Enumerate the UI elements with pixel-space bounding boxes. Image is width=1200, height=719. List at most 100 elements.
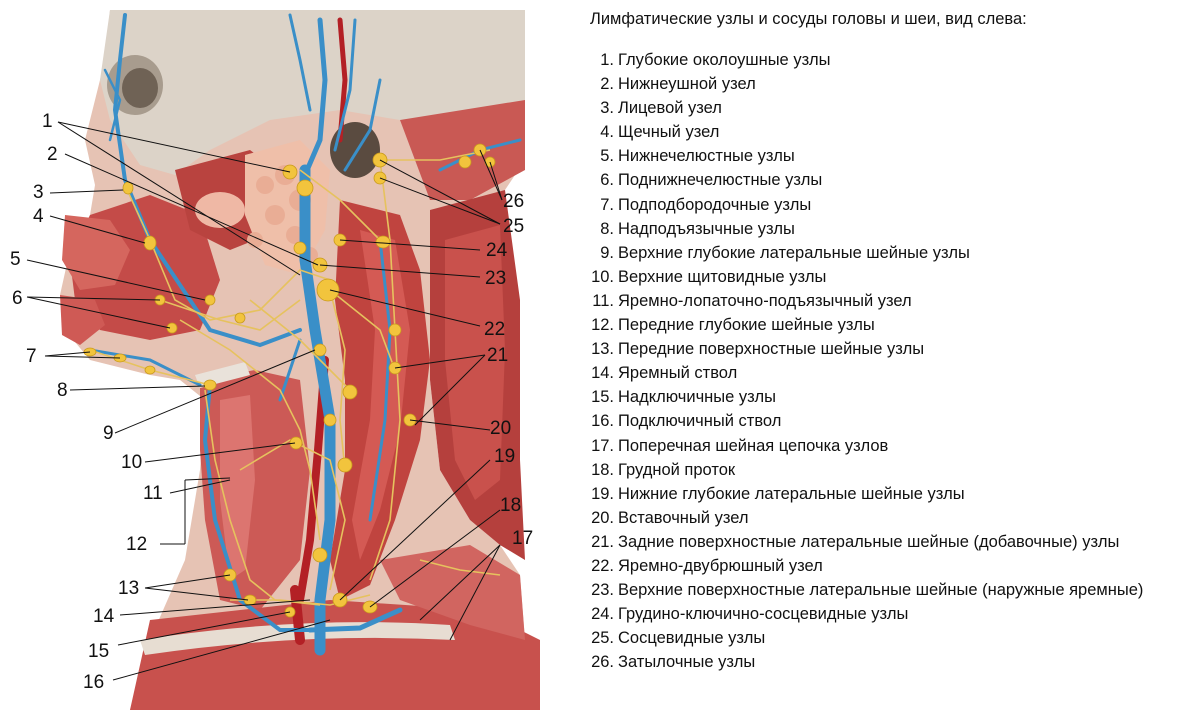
callout-8: 8 bbox=[57, 380, 68, 401]
legend-label: Щечный узел bbox=[618, 123, 720, 142]
legend-item: 9.Верхние глубокие латеральные шейные уз… bbox=[588, 241, 1196, 265]
legend-number: 21. bbox=[591, 532, 614, 551]
callout-26: 26 bbox=[503, 191, 524, 212]
callout-24: 24 bbox=[486, 240, 508, 261]
legend-item: 4.Щечный узел bbox=[588, 120, 1196, 144]
legend-item: 11.Яремно-лопаточно-подъязычный узел bbox=[588, 289, 1196, 313]
callout-17: 17 bbox=[512, 528, 533, 549]
callout-6: 6 bbox=[12, 288, 23, 309]
legend-number: 1. bbox=[600, 51, 614, 69]
callout-12: 12 bbox=[126, 534, 147, 555]
legend-item: 7.Подподбородочные узлы bbox=[588, 193, 1196, 217]
legend-item: 19.Нижние глубокие латеральные шейные уз… bbox=[588, 482, 1196, 506]
legend-number: 18. bbox=[591, 460, 614, 479]
callout-9: 9 bbox=[103, 423, 114, 444]
legend-label: Подподбородочные узлы bbox=[618, 195, 812, 214]
legend-number: 12. bbox=[591, 316, 614, 335]
legend-number: 24. bbox=[591, 605, 614, 624]
legend-item: 22.Яремно-двубрюшный узел bbox=[588, 554, 1196, 578]
legend-label: Затылочные узлы bbox=[618, 653, 756, 672]
legend-label: Нижнеушной узел bbox=[618, 75, 756, 94]
legend-number: 11. bbox=[592, 291, 614, 310]
legend-item: 5.Нижнечелюстные узлы bbox=[588, 144, 1196, 168]
callout-20: 20 bbox=[490, 418, 511, 439]
legend-label: Надключичные узлы bbox=[618, 388, 777, 407]
callout-13: 13 bbox=[118, 578, 139, 599]
callout-23: 23 bbox=[485, 268, 506, 289]
legend-number: 4. bbox=[600, 123, 614, 142]
callout-3: 3 bbox=[33, 182, 44, 203]
legend-item: 16.Подключичный ствол bbox=[588, 409, 1196, 433]
callout-11: 11 bbox=[143, 483, 163, 504]
legend-label: Нижнечелюстные узлы bbox=[618, 147, 795, 166]
legend-number: 25. bbox=[591, 629, 614, 648]
legend-item: 2.Нижнеушной узел bbox=[588, 72, 1196, 96]
callout-25: 25 bbox=[503, 216, 524, 237]
legend-label: Подключичный ствол bbox=[618, 412, 782, 431]
legend-number: 9. bbox=[600, 243, 614, 262]
legend-item: 13.Передние поверхностные шейные узлы bbox=[588, 337, 1196, 361]
legend-label: Задние поверхностные латеральные шейные … bbox=[618, 532, 1120, 551]
legend-number: 20. bbox=[591, 508, 614, 527]
legend-number: 22. bbox=[591, 556, 614, 575]
callout-1: 1 bbox=[42, 111, 53, 132]
legend-panel: Лимфатические узлы и сосуды головы и шеи… bbox=[588, 8, 1196, 674]
callout-19: 19 bbox=[494, 446, 515, 467]
legend-number: 2. bbox=[600, 75, 614, 94]
legend-label: Поперечная шейная цепочка узлов bbox=[618, 436, 889, 455]
legend-item: 12.Передние глубокие шейные узлы bbox=[588, 313, 1196, 337]
callout-16: 16 bbox=[83, 672, 104, 693]
callout-7: 7 bbox=[26, 346, 37, 367]
legend-number: 7. bbox=[600, 195, 614, 214]
callout-5: 5 bbox=[10, 249, 21, 270]
legend-number: 10. bbox=[591, 267, 614, 286]
legend-number: 15. bbox=[591, 388, 614, 407]
legend-number: 6. bbox=[600, 171, 614, 190]
legend-label: Верхние щитовидные узлы bbox=[618, 267, 827, 286]
legend-label: Передние поверхностные шейные узлы bbox=[618, 340, 925, 359]
anatomy-illustration: 1 2 3 4 5 6 7 8 9 10 11 12 13 14 15 16 1… bbox=[0, 0, 575, 719]
legend-item: 25.Сосцевидные узлы bbox=[588, 626, 1196, 650]
legend-label: Яремно-лопаточно-подъязычный узел bbox=[618, 291, 912, 310]
legend-item: 17.Поперечная шейная цепочка узлов bbox=[588, 434, 1196, 458]
legend-label: Лицевой узел bbox=[618, 99, 722, 118]
legend-number: 3. bbox=[600, 99, 614, 118]
legend-item: 24.Грудино-ключично-сосцевидные узлы bbox=[588, 602, 1196, 626]
legend-number: 16. bbox=[591, 412, 614, 431]
legend-number: 17. bbox=[591, 436, 614, 455]
callout-14: 14 bbox=[93, 606, 115, 627]
legend-item: 14.Яремный ствол bbox=[588, 361, 1196, 385]
legend-item: 18.Грудной проток bbox=[588, 458, 1196, 482]
legend-item: 6.Поднижнечелюстные узлы bbox=[588, 168, 1196, 192]
legend-label: Вставочный узел bbox=[618, 508, 749, 527]
legend-item: 21.Задние поверхностные латеральные шейн… bbox=[588, 530, 1196, 554]
legend-label: Поднижнечелюстные узлы bbox=[618, 171, 823, 190]
legend-label: Грудной проток bbox=[618, 460, 736, 479]
legend-number: 23. bbox=[591, 581, 614, 600]
legend-number: 26. bbox=[591, 653, 614, 672]
legend-title: Лимфатические узлы и сосуды головы и шеи… bbox=[590, 10, 1027, 28]
legend-label: Надподъязычные узлы bbox=[618, 219, 795, 238]
legend-item: 1.Глубокие околоушные узлы bbox=[588, 48, 1196, 72]
legend-list: 1.Глубокие околоушные узлы 2.Нижнеушной … bbox=[588, 48, 1196, 674]
legend-label: Глубокие околоушные узлы bbox=[618, 51, 831, 69]
legend-label: Яремно-двубрюшный узел bbox=[618, 556, 823, 575]
legend-number: 8. bbox=[600, 219, 614, 238]
legend-label: Верхние глубокие латеральные шейные узлы bbox=[618, 243, 970, 262]
callout-21: 21 bbox=[487, 345, 508, 366]
legend-number: 14. bbox=[591, 364, 614, 383]
callout-22: 22 bbox=[484, 319, 505, 340]
callout-10: 10 bbox=[121, 452, 142, 473]
legend-item: 26.Затылочные узлы bbox=[588, 650, 1196, 674]
legend-label: Нижние глубокие латеральные шейные узлы bbox=[618, 484, 965, 503]
legend-number: 19. bbox=[591, 484, 614, 503]
legend-item: 15.Надключичные узлы bbox=[588, 385, 1196, 409]
legend-label: Яремный ствол bbox=[618, 364, 738, 383]
legend-number: 13. bbox=[591, 340, 614, 359]
legend-item: 3.Лицевой узел bbox=[588, 96, 1196, 120]
legend-item: 23.Верхние поверхностные латеральные шей… bbox=[588, 578, 1196, 602]
legend-label: Сосцевидные узлы bbox=[618, 629, 766, 648]
callout-15: 15 bbox=[88, 641, 109, 662]
legend-item: 10.Верхние щитовидные узлы bbox=[588, 265, 1196, 289]
legend-label: Верхние поверхностные латеральные шейные… bbox=[618, 581, 1144, 600]
